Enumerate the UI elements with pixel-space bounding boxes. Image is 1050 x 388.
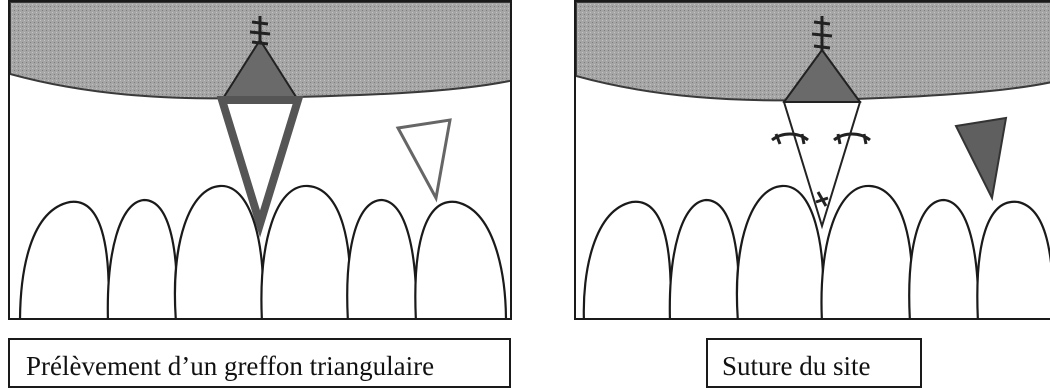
graft-harvest-illustration bbox=[10, 2, 512, 320]
tooth bbox=[175, 186, 263, 320]
graft-harvest-panel bbox=[8, 0, 512, 320]
tooth bbox=[347, 200, 416, 320]
tooth bbox=[261, 186, 350, 320]
site-suture-illustration bbox=[576, 2, 1050, 320]
tooth bbox=[737, 186, 823, 320]
tooth bbox=[977, 202, 1050, 320]
tooth bbox=[108, 200, 177, 320]
tooth bbox=[909, 200, 978, 320]
tooth bbox=[821, 186, 912, 320]
free-graft-triangle bbox=[398, 120, 450, 198]
caption-site-suture: Suture du site bbox=[706, 338, 922, 388]
tooth bbox=[415, 202, 506, 320]
tooth bbox=[20, 202, 109, 320]
site-suture-panel bbox=[574, 0, 1050, 320]
placed-graft-triangle bbox=[956, 118, 1006, 198]
tooth bbox=[584, 202, 671, 320]
caption-graft-harvest: Prélèvement d’un greffon triangulaire bbox=[8, 338, 511, 388]
tooth bbox=[670, 200, 739, 320]
